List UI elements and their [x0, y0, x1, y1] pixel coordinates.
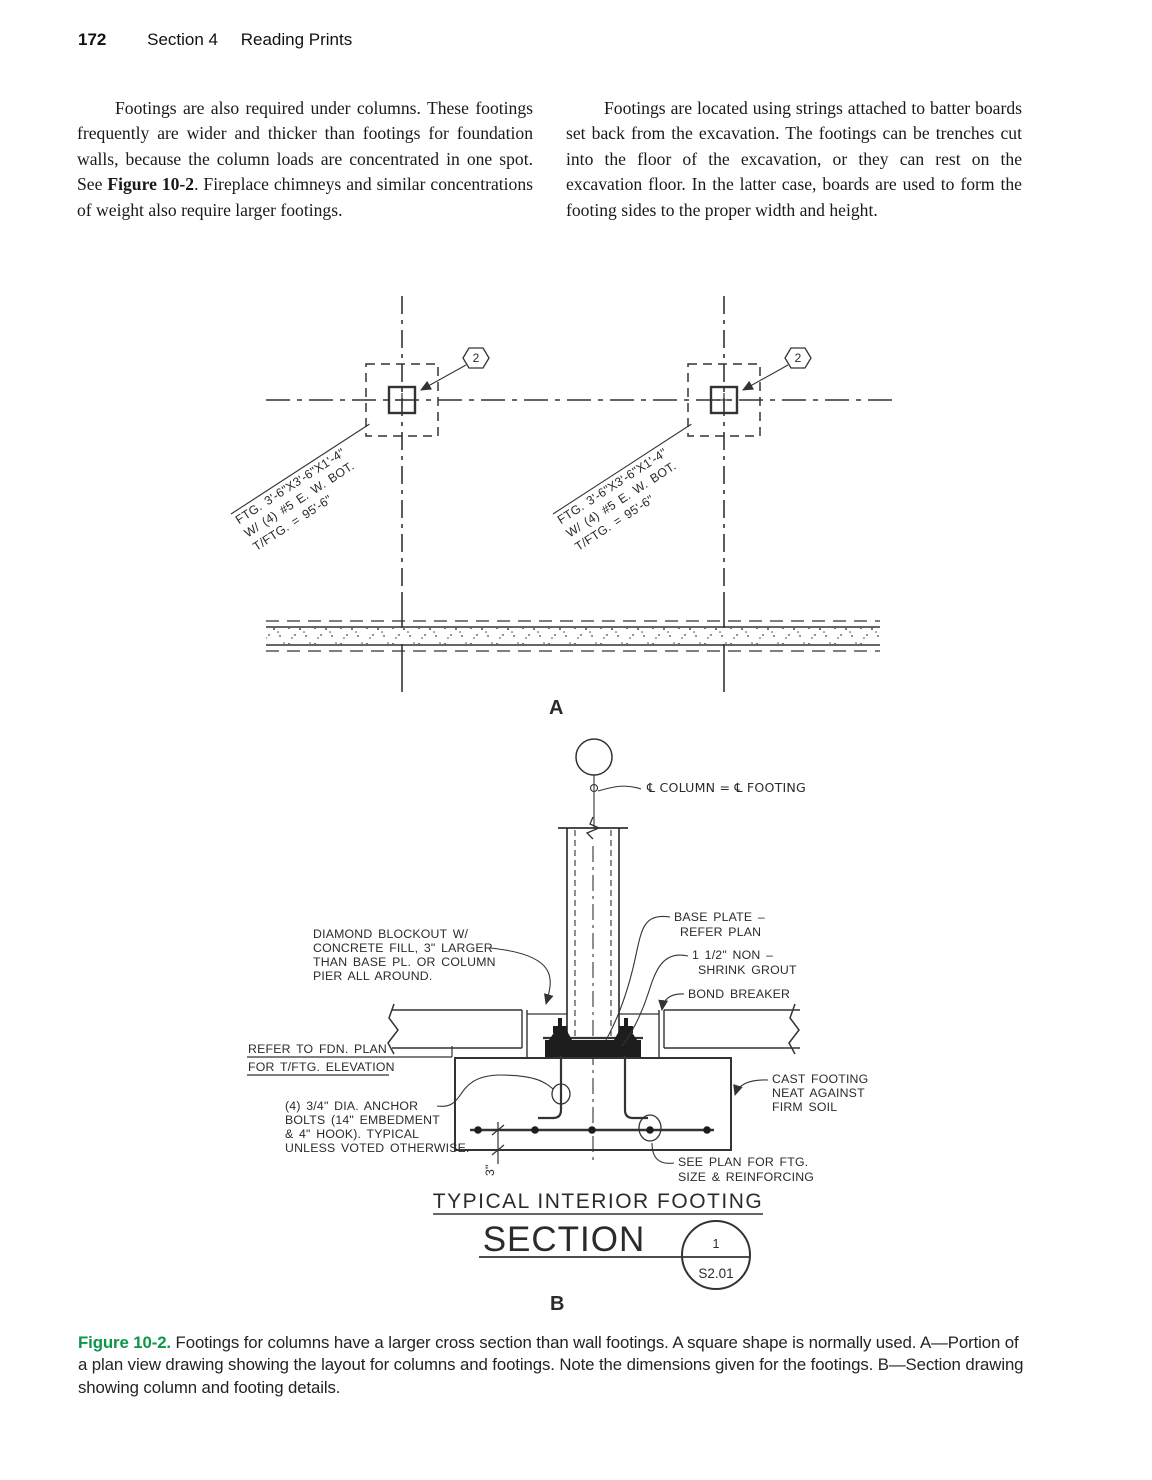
- grout-note: 1 1/2" NON – SHRINK GROUT: [621, 948, 797, 1047]
- bubble-number: 2: [473, 351, 480, 365]
- left-column-paragraph: Footings are also required under columns…: [77, 96, 533, 223]
- chapter-title: Reading Prints: [240, 30, 353, 49]
- note-line: THAN BASE PL. OR COLUMN: [313, 955, 496, 969]
- plan-column-squares: [387, 385, 739, 415]
- left-paragraph-text-end: . Fireplace chimneys and similar concent…: [77, 174, 533, 220]
- figure-caption-text: Footings for columns have a larger cross…: [78, 1333, 1024, 1397]
- plan-footing-outlines: [365, 363, 761, 437]
- section-word: SECTION: [483, 1220, 646, 1259]
- slab-left: [387, 1003, 523, 1055]
- centerline-note: ℄ COLUMN = ℄ FOOTING: [646, 780, 806, 795]
- base-plate-note: BASE PLATE – REFER PLAN: [605, 910, 765, 1041]
- anchor-bolts-note: (4) 3/4" DIA. ANCHOR BOLTS (14" EMBEDMEN…: [285, 1074, 554, 1155]
- centerline-bubble: ℄ COLUMN = ℄ FOOTING: [575, 738, 806, 828]
- page-header: 172 Section 4 Reading Prints: [78, 30, 352, 50]
- diamond-blockout: [526, 1010, 660, 1058]
- section-view: ℄ COLUMN = ℄ FOOTING: [247, 738, 868, 1315]
- part-b-label: B: [550, 1293, 564, 1315]
- note-line: CONCRETE FILL, 3" LARGER: [313, 941, 493, 955]
- figure-caption: Figure 10-2. Footings for columns have a…: [78, 1332, 1028, 1399]
- right-column-paragraph: Footings are located using strings attac…: [566, 96, 1022, 223]
- plan-centerlines: [266, 296, 892, 692]
- note-line: BOLTS (14" EMBEDMENT: [285, 1113, 440, 1127]
- plan-view: 2 2 FTG. 3'-6"X3'-6"X1'-4" W/ (4) #5 E. …: [230, 296, 892, 719]
- note-line: 1 1/2" NON –: [692, 948, 773, 962]
- left-paragraph-text: Footings are also required under columns…: [77, 98, 533, 195]
- note-line: FOR T/FTG. ELEVATION: [248, 1060, 395, 1074]
- figure-caption-label: Figure 10-2.: [78, 1333, 171, 1352]
- note-line: NEAT AGAINST: [772, 1086, 865, 1100]
- bubble-number: 2: [795, 351, 802, 365]
- note-line: BASE PLATE –: [674, 910, 765, 924]
- see-plan-note: SEE PLAN FOR FTG. SIZE & REINFORCING: [651, 1142, 814, 1184]
- sheet-number: S2.01: [698, 1266, 733, 1281]
- detail-number: 1: [713, 1237, 720, 1251]
- refer-fdn-note: REFER TO FDN. PLAN FOR T/FTG. ELEVATION: [247, 1042, 453, 1076]
- cover-dimension: 3": [483, 1122, 505, 1176]
- dimension-3in: 3": [483, 1164, 497, 1176]
- foundation-wall: [266, 620, 880, 652]
- footing-note-left: FTG. 3'-6"X3'-6"X1'-4" W/ (4) #5 E. W. B…: [230, 423, 370, 554]
- column-grid-bubble-right: 2: [742, 347, 812, 391]
- footing-note-right: FTG. 3'-6"X3'-6"X1'-4" W/ (4) #5 E. W. B…: [552, 423, 692, 554]
- note-line: & 4" HOOK). TYPICAL: [285, 1127, 419, 1141]
- steel-column: [558, 816, 628, 1162]
- figure-reference: Figure 10-2: [107, 174, 195, 195]
- bond-breaker-note: BOND BREAKER: [658, 987, 790, 1012]
- note-line: REFER TO FDN. PLAN: [248, 1042, 387, 1056]
- part-a-label: A: [549, 697, 563, 719]
- note-line: SIZE & REINFORCING: [678, 1170, 814, 1184]
- footing-block: [454, 1056, 732, 1151]
- diamond-blockout-note: DIAMOND BLOCKOUT W/ CONCRETE FILL, 3" LA…: [313, 927, 554, 1006]
- note-line: PIER ALL AROUND.: [313, 969, 433, 983]
- page-number: 172: [78, 30, 107, 49]
- drawing-title: TYPICAL INTERIOR FOOTING SECTION 1 S2.01: [433, 1190, 763, 1290]
- note-line: DIAMOND BLOCKOUT W/: [313, 927, 469, 941]
- column-grid-bubble-left: 2: [420, 347, 490, 391]
- note-line: CAST FOOTING: [772, 1072, 868, 1086]
- cast-footing-note: CAST FOOTING NEAT AGAINST FIRM SOIL: [733, 1072, 868, 1114]
- slab-right: [663, 1003, 800, 1055]
- note-line: (4) 3/4" DIA. ANCHOR: [285, 1099, 418, 1113]
- note-line: SHRINK GROUT: [698, 963, 797, 977]
- note-line: REFER PLAN: [680, 925, 761, 939]
- note-line: BOND BREAKER: [688, 987, 790, 1001]
- note-line: UNLESS VOTED OTHERWISE.: [285, 1141, 470, 1155]
- note-line: FIRM SOIL: [772, 1100, 837, 1114]
- section-title: Section 4: [147, 30, 218, 49]
- detail-title: TYPICAL INTERIOR FOOTING: [433, 1190, 763, 1213]
- note-line: SEE PLAN FOR FTG.: [678, 1155, 808, 1169]
- right-paragraph-text: Footings are located using strings attac…: [566, 98, 1022, 220]
- base-plate-and-grout: [543, 1018, 643, 1057]
